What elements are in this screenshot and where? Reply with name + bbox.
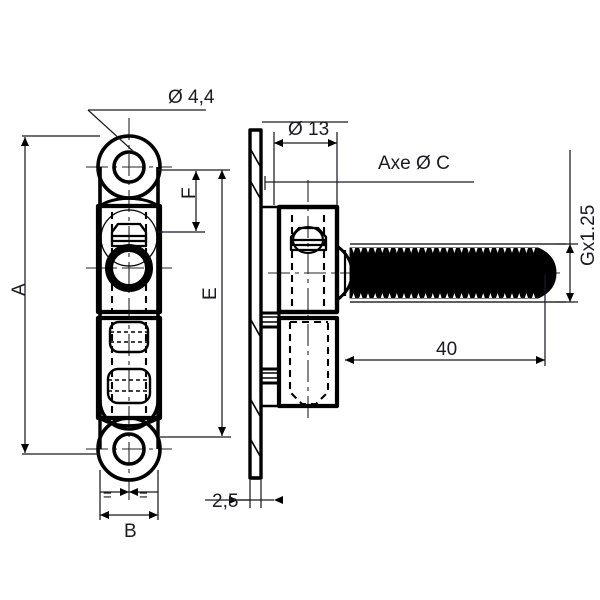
- dim-label-dia-13: Ø 13: [288, 119, 330, 140]
- dim-label-a: A: [9, 283, 30, 296]
- dim-label-thk-2-5: 2,5: [212, 491, 239, 512]
- front-view: [86, 118, 172, 500]
- symmetry-mark-right: =: [139, 487, 148, 504]
- dim-label-axe-dia-c: Axe Ø C: [378, 153, 450, 174]
- symmetry-mark-left: =: [103, 487, 112, 504]
- dim-label-e: E: [200, 287, 221, 300]
- dim-label-f: F: [179, 187, 200, 199]
- side-view: [248, 128, 566, 480]
- dim-label-dia-4-4: Ø 4,4: [168, 87, 215, 108]
- dim-label-len-40: 40: [436, 339, 458, 360]
- dim-label-b: B: [124, 521, 137, 542]
- dim-label-g-x-1-25: Gx1.25: [578, 204, 599, 266]
- dimension-lines: [21, 109, 578, 520]
